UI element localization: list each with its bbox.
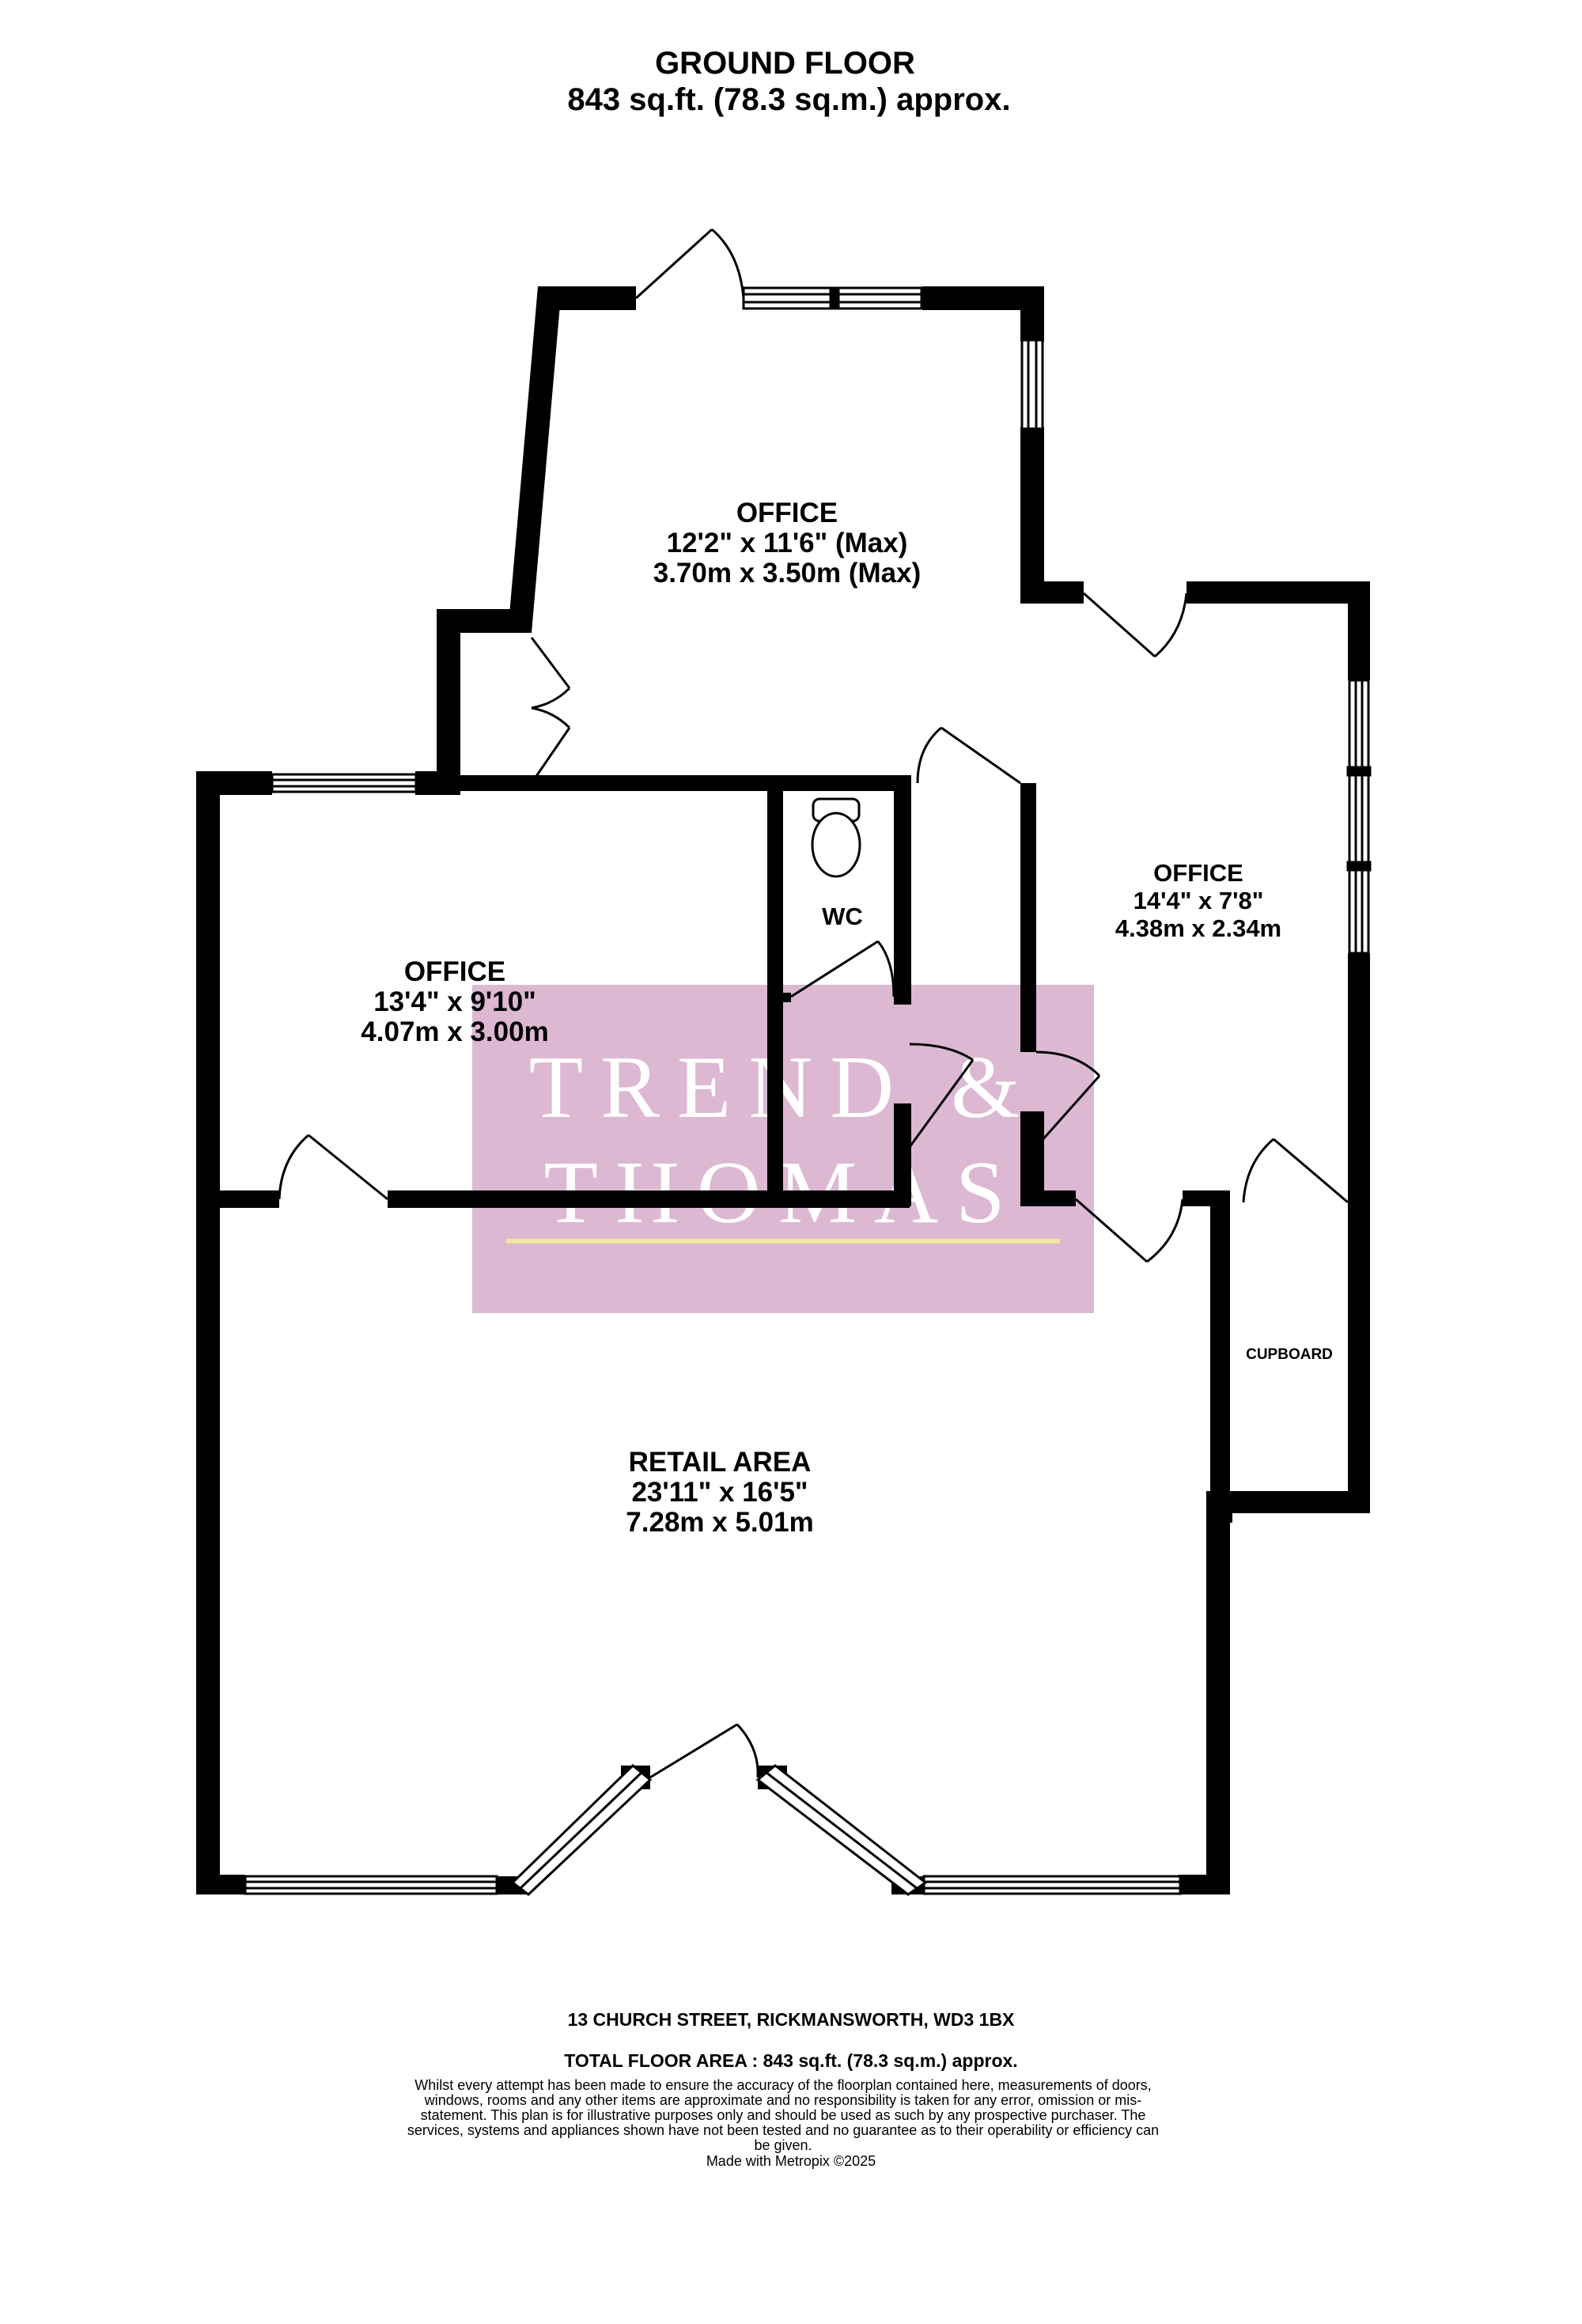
wall-top-office-step bbox=[1020, 581, 1084, 604]
wall-wc-stub bbox=[783, 993, 791, 1002]
room-size-imperial: 14'4" x 7'8" bbox=[1133, 887, 1264, 914]
wall-top-office-left bbox=[508, 286, 562, 633]
door-right-office-top bbox=[1083, 592, 1188, 658]
disclaimer-text: Whilst every attempt has been made to en… bbox=[407, 2077, 1160, 2153]
wall-outer-left bbox=[196, 771, 220, 1894]
floor-title: GROUND FLOOR bbox=[655, 46, 915, 81]
wall-left-office-bottom-right bbox=[388, 1190, 910, 1208]
room-size-metric: 4.38m x 2.34m bbox=[1115, 914, 1282, 942]
room-name: RETAIL AREA bbox=[628, 1447, 812, 1478]
wall-wc-right bbox=[894, 775, 911, 1005]
walls bbox=[196, 286, 1370, 1894]
room-size-imperial: 13'4" x 9'10" bbox=[373, 986, 536, 1017]
door-wc bbox=[790, 940, 895, 998]
room-size-metric: 7.28m x 5.01m bbox=[626, 1507, 814, 1538]
room-name: OFFICE bbox=[1153, 859, 1243, 887]
door-right-office-bottom bbox=[1075, 1198, 1184, 1263]
room-name: OFFICE bbox=[736, 498, 838, 528]
window-top-office-right bbox=[1020, 339, 1044, 430]
room-size-imperial: 23'11" x 16'5" bbox=[631, 1477, 808, 1508]
windows bbox=[244, 286, 1372, 1896]
wall-right-office-bottom-left bbox=[1020, 1190, 1076, 1206]
wall-right-office-outer-upper bbox=[1348, 581, 1370, 680]
window-left-office-top bbox=[271, 773, 418, 793]
room-size-imperial: 12'2" x 11'6" (Max) bbox=[666, 528, 908, 558]
watermark-underline bbox=[506, 1239, 1060, 1243]
property-address: 13 CHURCH STREET, RICKMANSWORTH, WD3 1BX bbox=[567, 2009, 1015, 2030]
door-top-office-entrance bbox=[634, 228, 745, 300]
window-bay-left bbox=[510, 1763, 653, 1896]
room-label-cupboard: CUPBOARD bbox=[1246, 1346, 1333, 1363]
window-retail-bottom-left bbox=[244, 1875, 498, 1895]
wall-wc-right-lower bbox=[894, 1103, 911, 1206]
doors bbox=[278, 228, 1349, 1779]
wall-retail-bottom-right bbox=[1179, 1875, 1230, 1894]
wall-left-office-top-right bbox=[415, 771, 460, 795]
floor-area: 843 sq.ft. (78.3 sq.m.) approx. bbox=[567, 82, 1011, 117]
door-cupboard bbox=[1242, 1137, 1349, 1204]
wall-cupboard-left bbox=[1210, 1190, 1230, 1491]
window-right-office-outer bbox=[1346, 679, 1372, 955]
wall-wc-left bbox=[767, 775, 783, 1206]
wall-left-office-top-mid bbox=[460, 775, 911, 791]
wall-right-office-outer-mid bbox=[1348, 953, 1370, 1491]
wall-retail-right bbox=[1206, 1491, 1230, 1894]
wall-closet-left bbox=[437, 609, 460, 787]
room-name: OFFICE bbox=[403, 956, 506, 987]
wall-retail-bottom-left bbox=[196, 1875, 245, 1894]
door-right-office-left bbox=[1035, 1050, 1101, 1148]
door-closet-double bbox=[530, 637, 571, 784]
wall-cupboard-bottom bbox=[1210, 1491, 1370, 1513]
wall-top-office-right-upper bbox=[1020, 286, 1044, 342]
window-top-office-top bbox=[742, 286, 923, 310]
door-top-office-inner bbox=[916, 726, 1021, 785]
door-retail-entrance bbox=[649, 1723, 759, 1779]
room-label-wc: WC bbox=[822, 903, 863, 930]
toilet-icon bbox=[811, 797, 861, 878]
room-size-metric: 4.07m x 3.00m bbox=[361, 1016, 549, 1047]
total-floor-area: TOTAL FLOOR AREA : 843 sq.ft. (78.3 sq.m… bbox=[564, 2050, 1018, 2071]
window-bay-right bbox=[755, 1764, 928, 1896]
metropix-credit: Made with Metropix ©2025 bbox=[706, 2153, 876, 2169]
door-left-office bbox=[278, 1134, 388, 1201]
wall-top-office-right-lower bbox=[1020, 427, 1044, 603]
door-wc-lower bbox=[908, 1043, 975, 1148]
room-size-metric: 3.70m x 3.50m (Max) bbox=[653, 558, 922, 589]
wall-right-office-divider-upper bbox=[1020, 783, 1036, 1052]
window-retail-bottom-right bbox=[922, 1875, 1182, 1895]
wall-right-office-top bbox=[1186, 581, 1370, 604]
wall-top-office-top-left bbox=[538, 286, 636, 310]
